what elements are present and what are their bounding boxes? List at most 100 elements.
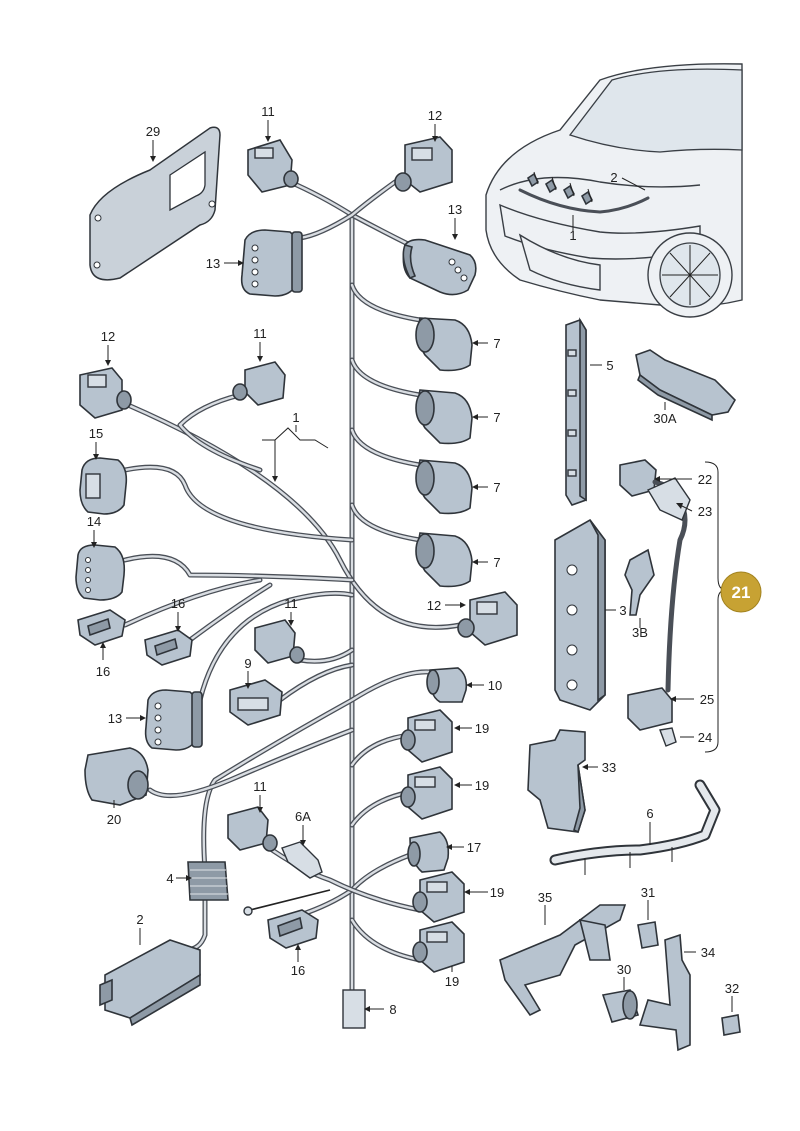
callout-16-middle: 16 xyxy=(171,596,185,611)
callout-6A: 6A xyxy=(295,809,311,824)
clip-part-32 xyxy=(721,1014,741,1036)
callout-13-upper-right: 13 xyxy=(448,202,462,217)
callout-11-left: 11 xyxy=(253,326,267,341)
callout-3B: 3B xyxy=(632,625,648,640)
leader-lines xyxy=(91,120,733,1012)
callout-1: 1 xyxy=(292,410,299,425)
rail-part-5 xyxy=(565,317,587,506)
harness-wires xyxy=(122,179,463,993)
connector-16-middle xyxy=(144,629,193,666)
callout-7-a: 7 xyxy=(493,336,500,351)
callout-10: 10 xyxy=(488,678,502,693)
connector-11-middle xyxy=(254,619,305,664)
connector-11-left xyxy=(232,361,286,406)
gasket-part-29 xyxy=(89,126,221,281)
callout-33: 33 xyxy=(602,760,616,775)
callout-14: 14 xyxy=(87,514,101,529)
connector-9 xyxy=(229,679,283,726)
callout-25: 25 xyxy=(700,692,714,707)
callout-13-lower: 13 xyxy=(108,711,122,726)
callout-15: 15 xyxy=(89,426,103,441)
callout-24: 24 xyxy=(698,730,712,745)
car-illustration xyxy=(485,63,743,318)
callout-9: 9 xyxy=(244,656,251,671)
tape-end-part-8 xyxy=(342,989,366,1029)
callout-1-car: 1 xyxy=(569,228,576,243)
connector-19-d xyxy=(412,921,465,973)
callout-32: 32 xyxy=(725,981,739,996)
bracket-part-35 xyxy=(499,904,627,1017)
bracket-part-33 xyxy=(527,729,586,834)
connector-13-upper-right xyxy=(402,238,477,296)
callout-11-lower: 11 xyxy=(253,779,267,794)
callout-30: 30 xyxy=(617,962,631,977)
sleeve-6A xyxy=(281,841,323,879)
callout-numbers: 29 11 12 13 13 2 1 12 11 1 7 7 7 7 5 30A… xyxy=(87,104,739,1017)
connector-7-b xyxy=(415,389,473,445)
callout-11-middle: 11 xyxy=(284,596,298,611)
connector-17 xyxy=(407,831,450,873)
callout-35: 35 xyxy=(538,890,552,905)
callout-19-d: 19 xyxy=(445,974,459,989)
badge-21: 21 xyxy=(720,571,762,613)
connector-12-right xyxy=(457,591,518,646)
junction-box-2 xyxy=(99,939,201,1027)
connector-19-b xyxy=(400,766,453,820)
callout-19-c: 19 xyxy=(490,885,504,900)
callout-17: 17 xyxy=(467,840,481,855)
callout-16-left: 16 xyxy=(96,664,110,679)
callout-4: 4 xyxy=(166,871,173,886)
sensor-group-21 xyxy=(619,459,691,747)
connector-19-a xyxy=(400,709,453,763)
connector-19-c xyxy=(412,871,465,923)
callout-30A: 30A xyxy=(653,411,676,426)
bracket-part-34 xyxy=(638,933,691,1052)
connector-7-a xyxy=(415,317,473,372)
connector-10 xyxy=(426,667,468,703)
callout-12-right: 12 xyxy=(427,598,441,613)
callout-31: 31 xyxy=(641,885,655,900)
connector-11-top xyxy=(247,139,299,193)
connector-11-lower xyxy=(227,806,278,852)
connector-16-lower xyxy=(267,909,319,949)
callout-29: 29 xyxy=(146,124,160,139)
bracket-part-30A xyxy=(635,349,737,422)
bracket-part-3 xyxy=(554,518,606,711)
callout-12-left: 12 xyxy=(101,329,115,344)
connector-7-d xyxy=(415,532,473,588)
callout-20: 20 xyxy=(107,812,121,827)
callout-5: 5 xyxy=(606,358,613,373)
callout-2-car: 2 xyxy=(610,170,617,185)
callout-23: 23 xyxy=(698,504,712,519)
connector-16-left xyxy=(77,609,126,646)
connector-14 xyxy=(75,544,126,601)
connector-12-top xyxy=(394,136,453,193)
connector-20 xyxy=(84,747,149,806)
callout-3: 3 xyxy=(619,603,626,618)
callout-16-lower: 16 xyxy=(291,963,305,978)
callout-8: 8 xyxy=(389,1002,396,1017)
callout-7-d: 7 xyxy=(493,555,500,570)
callout-7-c: 7 xyxy=(493,480,500,495)
callout-19-b: 19 xyxy=(475,778,489,793)
callout-13-upper-left: 13 xyxy=(206,256,220,271)
connector-15 xyxy=(79,457,128,515)
pipe-part-6 xyxy=(549,779,721,875)
callout-19-a: 19 xyxy=(475,721,489,736)
connector-13-lower xyxy=(144,689,203,751)
connector-7-c xyxy=(415,459,473,515)
callout-34: 34 xyxy=(701,945,715,960)
badge-21-label: 21 xyxy=(732,583,751,602)
connector-13-upper-left xyxy=(240,229,303,297)
callout-11-top: 11 xyxy=(261,104,275,119)
callout-6: 6 xyxy=(646,806,653,821)
callout-7-b: 7 xyxy=(493,410,500,425)
relay-part-30 xyxy=(601,989,640,1023)
clip-part-3B xyxy=(624,548,655,616)
callout-22: 22 xyxy=(698,472,712,487)
callout-12-top: 12 xyxy=(428,108,442,123)
grommet-part-4 xyxy=(187,861,229,901)
connector-12-left xyxy=(79,367,132,419)
clip-part-31 xyxy=(637,921,659,949)
